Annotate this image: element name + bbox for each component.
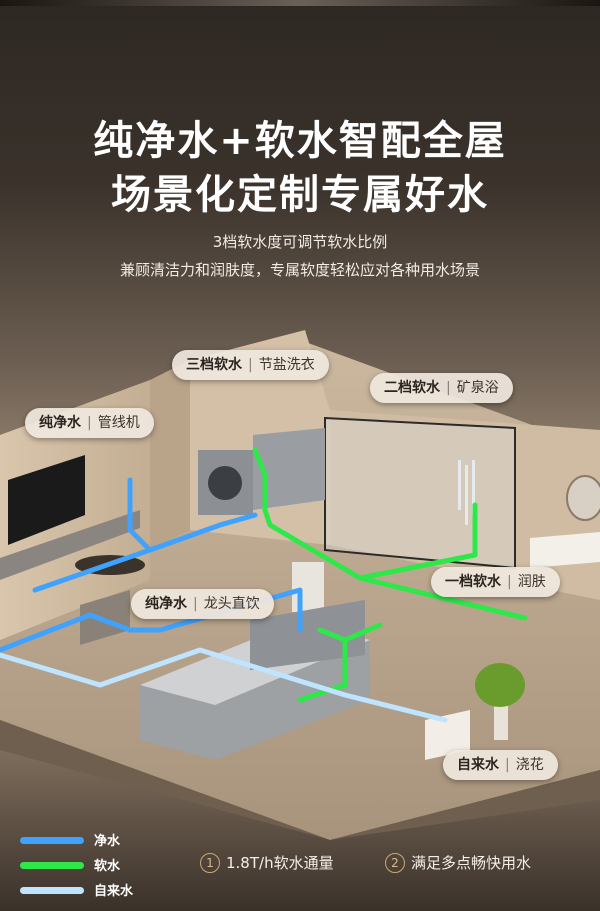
tag-shower-desc: 矿泉浴 bbox=[456, 380, 499, 396]
soft-water-pipes bbox=[252, 447, 528, 703]
tag-laundry-desc: 节盐洗衣 bbox=[258, 357, 315, 373]
vanity bbox=[530, 532, 600, 568]
tag-separator: | bbox=[507, 574, 512, 590]
tag-faucet-drinking-name: 纯净水 bbox=[145, 596, 187, 612]
tag-skin-care-name: 一档软水 bbox=[445, 574, 501, 590]
clean-water-pipes bbox=[0, 477, 303, 653]
water-heater bbox=[292, 562, 324, 612]
tag-pipeline-machine-name: 纯净水 bbox=[39, 415, 81, 431]
tag-pipeline-machine-desc: 管线机 bbox=[97, 415, 140, 431]
title-line-1: 纯净水+软水智配全屋 bbox=[93, 118, 507, 164]
legend-line-soft bbox=[20, 862, 84, 869]
shower-glass bbox=[324, 416, 516, 570]
shower-spray bbox=[458, 460, 475, 525]
subtitle-line-1: 3档软水度可调节软水比例 bbox=[212, 233, 388, 251]
house-illustration bbox=[0, 330, 600, 840]
tag-skin-care: 一档软水 | 润肤 bbox=[431, 567, 560, 597]
garden-sink bbox=[425, 710, 470, 760]
legend-line-tap bbox=[20, 887, 84, 894]
feature-2: 2 满足多点畅快用水 bbox=[385, 852, 531, 873]
back-wall bbox=[150, 360, 190, 550]
plant bbox=[475, 663, 525, 707]
floor-edge bbox=[0, 720, 600, 840]
tag-watering: 自来水 | 浇花 bbox=[443, 750, 558, 780]
feature-1: 1 1.8T/h软水通量 bbox=[200, 852, 334, 873]
tag-faucet-drinking-desc: 龙头直饮 bbox=[203, 596, 260, 612]
tag-watering-desc: 浇花 bbox=[515, 757, 544, 773]
sofa bbox=[80, 590, 130, 645]
tag-separator: | bbox=[446, 380, 451, 396]
legend-label-clean: 净水 bbox=[94, 834, 121, 849]
tag-laundry-name: 三档软水 bbox=[186, 357, 242, 373]
tag-shower: 二档软水 | 矿泉浴 bbox=[370, 373, 513, 403]
legend-line-clean bbox=[20, 837, 84, 844]
top-bar bbox=[0, 0, 600, 6]
tv bbox=[8, 455, 85, 545]
feature-2-number: 2 bbox=[385, 853, 405, 873]
tag-laundry: 三档软水 | 节盐洗衣 bbox=[172, 350, 329, 380]
mirror bbox=[566, 475, 600, 521]
feature-1-number: 1 bbox=[200, 853, 220, 873]
tag-shower-name: 二档软水 bbox=[384, 380, 440, 396]
feature-1-text: 1.8T/h软水通量 bbox=[226, 854, 334, 872]
laundry-cabinet bbox=[253, 428, 325, 510]
tv-cabinet bbox=[0, 510, 140, 580]
feature-2-text: 满足多点畅快用水 bbox=[411, 854, 532, 872]
legend-label-tap: 自来水 bbox=[94, 884, 134, 899]
legend-label-soft: 软水 bbox=[94, 859, 121, 874]
tag-separator: | bbox=[505, 757, 510, 773]
tag-pipeline-machine: 纯净水 | 管线机 bbox=[25, 408, 154, 438]
tag-faucet-drinking: 纯净水 | 龙头直饮 bbox=[131, 589, 274, 619]
tag-separator: | bbox=[87, 415, 92, 431]
tap-water-pipes bbox=[0, 647, 448, 723]
subtitle-line-2: 兼顾清洁力和润肤度，专属软度轻松应对各种用水场景 bbox=[119, 261, 480, 279]
title-line-2: 场景化定制专属好水 bbox=[111, 172, 489, 218]
tag-skin-care-desc: 润肤 bbox=[517, 574, 546, 590]
tag-separator: | bbox=[193, 596, 198, 612]
tag-watering-name: 自来水 bbox=[457, 757, 499, 773]
back-counter bbox=[250, 600, 365, 670]
tag-separator: | bbox=[248, 357, 253, 373]
